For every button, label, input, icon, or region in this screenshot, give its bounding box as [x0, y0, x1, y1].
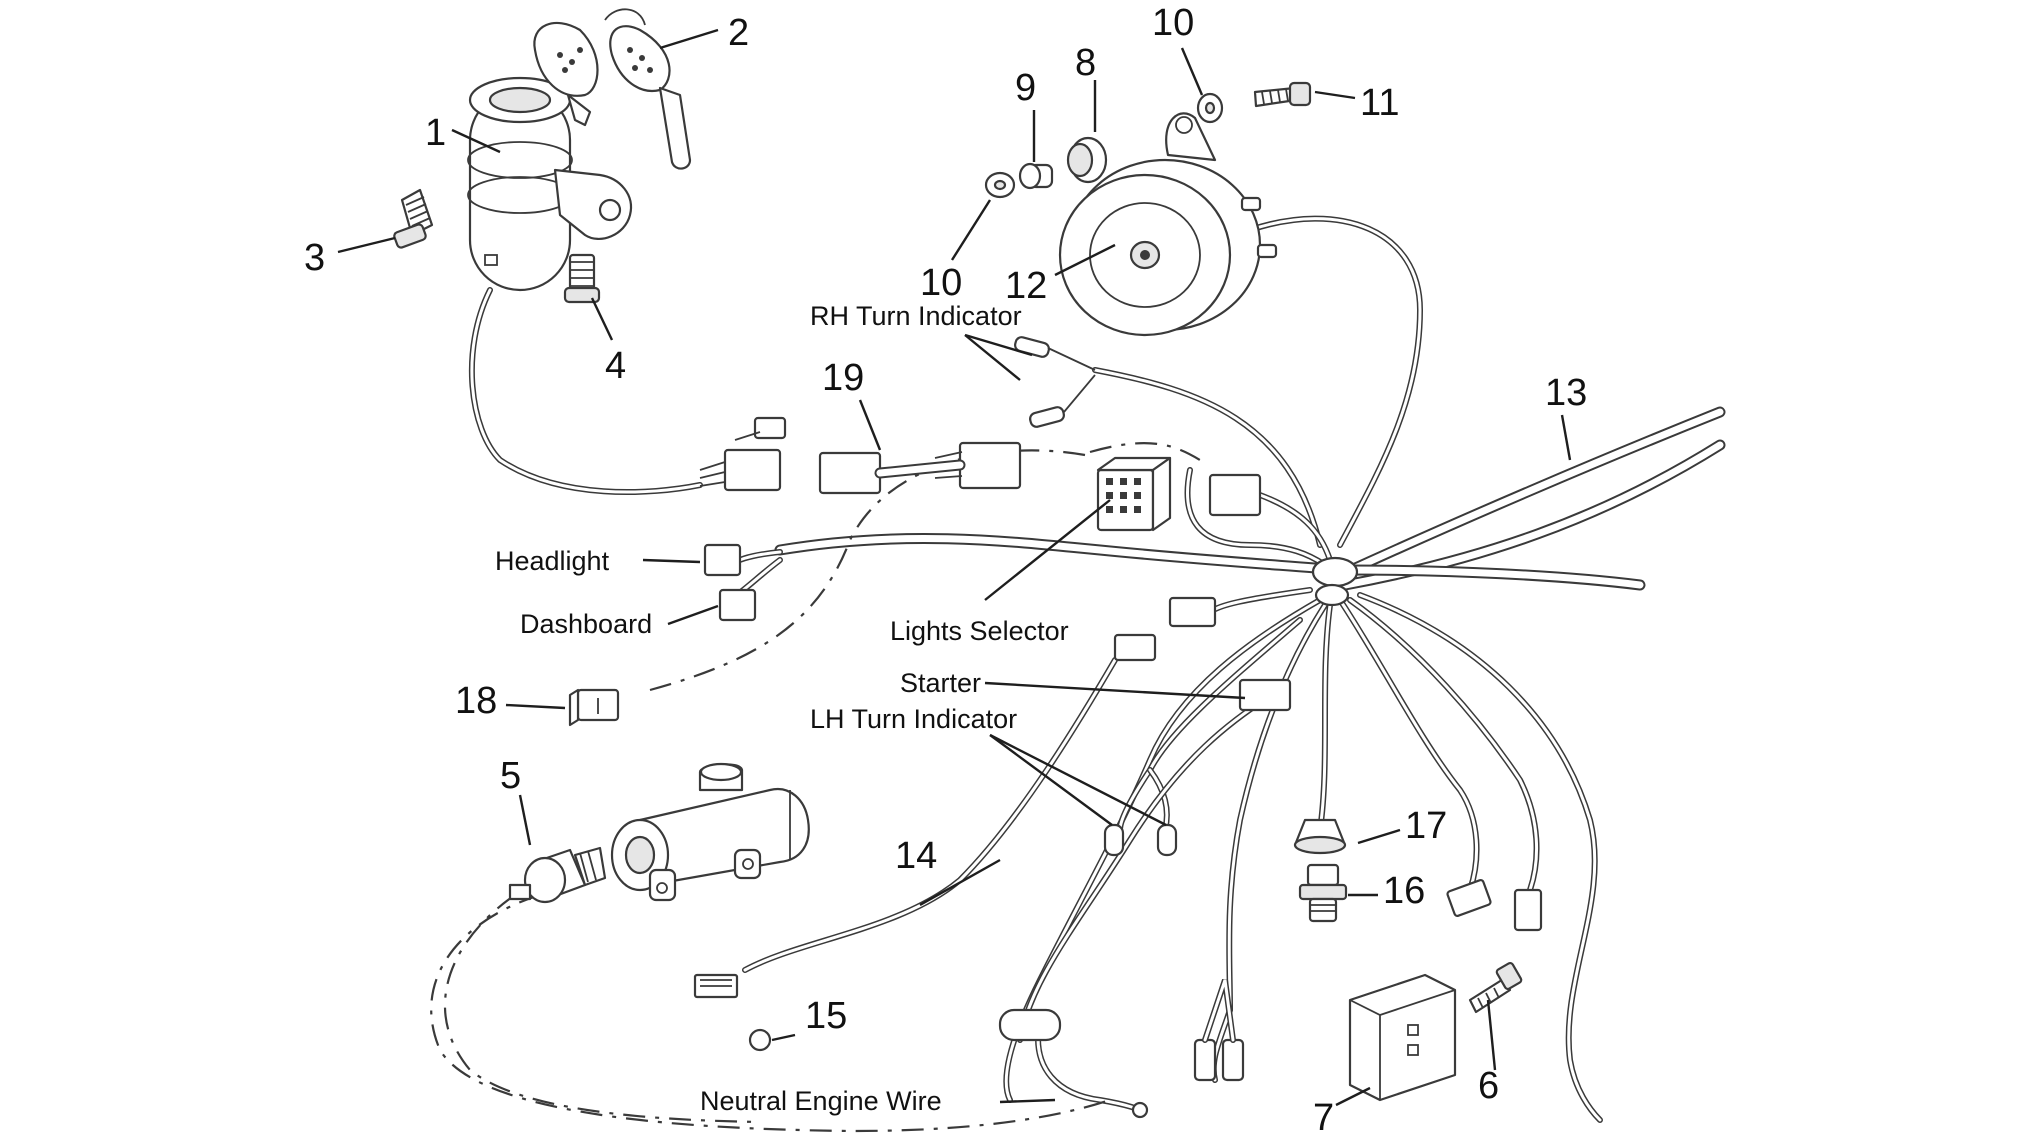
callouts: 1 2 3 4 5 6 7 8 9 10 10 11 12 13 14 15 1…	[304, 2, 1587, 1138]
lh-turn-bulb-1	[1103, 823, 1125, 857]
label-lh-turn-indicator: LH Turn Indicator	[810, 704, 1017, 734]
callout-1: 1	[425, 112, 446, 154]
label-starter: Starter	[900, 668, 981, 698]
connector-right-2	[1513, 888, 1543, 932]
label-lights-selector: Lights Selector	[890, 616, 1069, 646]
callout-17: 17	[1405, 805, 1447, 847]
connector-lower-2	[1113, 633, 1157, 662]
screw-3	[393, 188, 434, 249]
callout-10-left: 10	[920, 262, 962, 304]
lights-selector-plug	[1096, 456, 1172, 532]
callout-14: 14	[895, 835, 937, 877]
bush-9	[1018, 162, 1054, 190]
label-neutral-engine-wire: Neutral Engine Wire	[700, 1086, 942, 1116]
callout-13: 13	[1545, 372, 1587, 414]
pressure-switch-5	[508, 846, 607, 904]
screw-6	[1468, 961, 1523, 1014]
callout-15: 15	[805, 995, 847, 1037]
horn-12	[1058, 112, 1278, 337]
plug-a	[1193, 1038, 1217, 1082]
callout-19: 19	[822, 357, 864, 399]
headlight-connector	[703, 543, 742, 577]
master-cylinder	[610, 762, 810, 902]
starter-connector	[1238, 678, 1292, 712]
callout-8: 8	[1075, 42, 1096, 84]
label-headlight: Headlight	[495, 546, 610, 576]
connector-lower-1	[1168, 596, 1217, 628]
callout-5: 5	[500, 755, 521, 797]
neutral-terminal	[1131, 1101, 1149, 1119]
grommet-15	[748, 1028, 772, 1052]
labels: RH Turn Indicator Headlight Dashboard Li…	[495, 301, 1069, 1116]
callout-2: 2	[728, 12, 749, 54]
label-dashboard: Dashboard	[520, 609, 652, 639]
callout-16: 16	[1383, 870, 1425, 912]
label-rh-turn-indicator: RH Turn Indicator	[810, 301, 1022, 331]
sensor-17	[1293, 818, 1347, 855]
lh-turn-bulb-2	[1156, 823, 1178, 857]
callout-4: 4	[605, 345, 626, 387]
washer-10-left	[984, 171, 1016, 199]
screw-4	[563, 253, 601, 304]
key-set	[533, 8, 692, 170]
main-harness	[468, 215, 1726, 1123]
callout-7: 7	[1313, 1097, 1334, 1138]
fuse-box-7	[1348, 973, 1457, 1102]
spacer-8	[1066, 136, 1108, 184]
callout-9: 9	[1015, 67, 1036, 109]
connector-set-19	[699, 416, 1022, 495]
callout-10-right: 10	[1152, 2, 1194, 44]
relay-18	[568, 688, 620, 727]
callout-12: 12	[1005, 265, 1047, 307]
connector-right-1	[1446, 879, 1492, 917]
bolt-11	[1253, 81, 1312, 108]
callout-3: 3	[304, 237, 325, 279]
dashboard-connector	[718, 588, 757, 622]
sensor-16	[1298, 863, 1348, 923]
leader-lines	[337, 28, 1572, 1107]
connector-main	[1208, 473, 1262, 517]
plug-b	[1221, 1038, 1245, 1082]
callout-11: 11	[1360, 82, 1399, 124]
sleeve	[998, 1008, 1062, 1042]
callout-18: 18	[455, 680, 497, 722]
washer-10-right	[1196, 92, 1224, 124]
rh-turn-bulbs	[1014, 336, 1096, 428]
callout-6: 6	[1478, 1065, 1499, 1107]
ignition-switch	[467, 76, 633, 292]
